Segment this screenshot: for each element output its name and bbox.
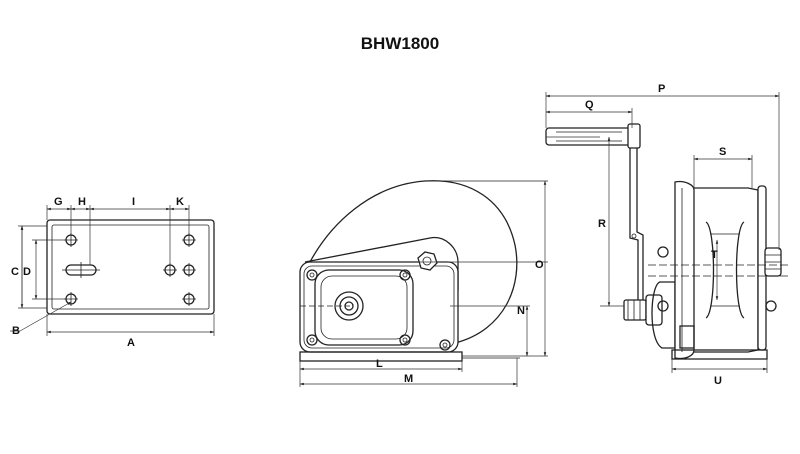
base-plate-outline [46, 219, 215, 315]
base-foot [299, 351, 463, 362]
dim-label-D: D [23, 266, 31, 278]
dim-label-C: C [11, 266, 19, 278]
dim-label-S: S [719, 146, 726, 158]
dim-label-G: G [54, 196, 63, 208]
housing-bolts [306, 269, 451, 351]
winch-side-view: L M N O [299, 180, 548, 387]
mounting-holes [62, 233, 196, 306]
base-plate-view: C D G H I K A B [10, 196, 215, 349]
dim-label-P: P [658, 83, 665, 95]
drum-flange-left [674, 180, 695, 360]
drawing-title: BHW1800 [360, 34, 440, 53]
crank-arm [629, 148, 639, 316]
dim-label-A: A [127, 337, 135, 349]
dim-label-M: M [404, 373, 413, 385]
dim-label-B: B [12, 325, 20, 337]
dim-label-H: H [78, 196, 86, 208]
dim-label-T: T [711, 249, 718, 261]
dim-label-R: R [598, 218, 606, 230]
winch-front-view: P Q R S T U [545, 83, 790, 387]
dim-label-I: I [132, 196, 135, 208]
dim-label-O: O [535, 259, 544, 271]
hex-nut [417, 251, 438, 271]
dim-label-K: K [176, 196, 184, 208]
dim-label-N: N [517, 305, 525, 317]
shaft-boss [334, 291, 364, 321]
crank-handle-grip [545, 127, 633, 146]
dim-label-L: L [376, 358, 383, 370]
dim-label-Q: Q [585, 99, 594, 111]
dim-label-U: U [714, 375, 722, 387]
drum-cover [309, 180, 518, 344]
gear-housing [299, 261, 459, 353]
front-base-foot [671, 349, 768, 360]
